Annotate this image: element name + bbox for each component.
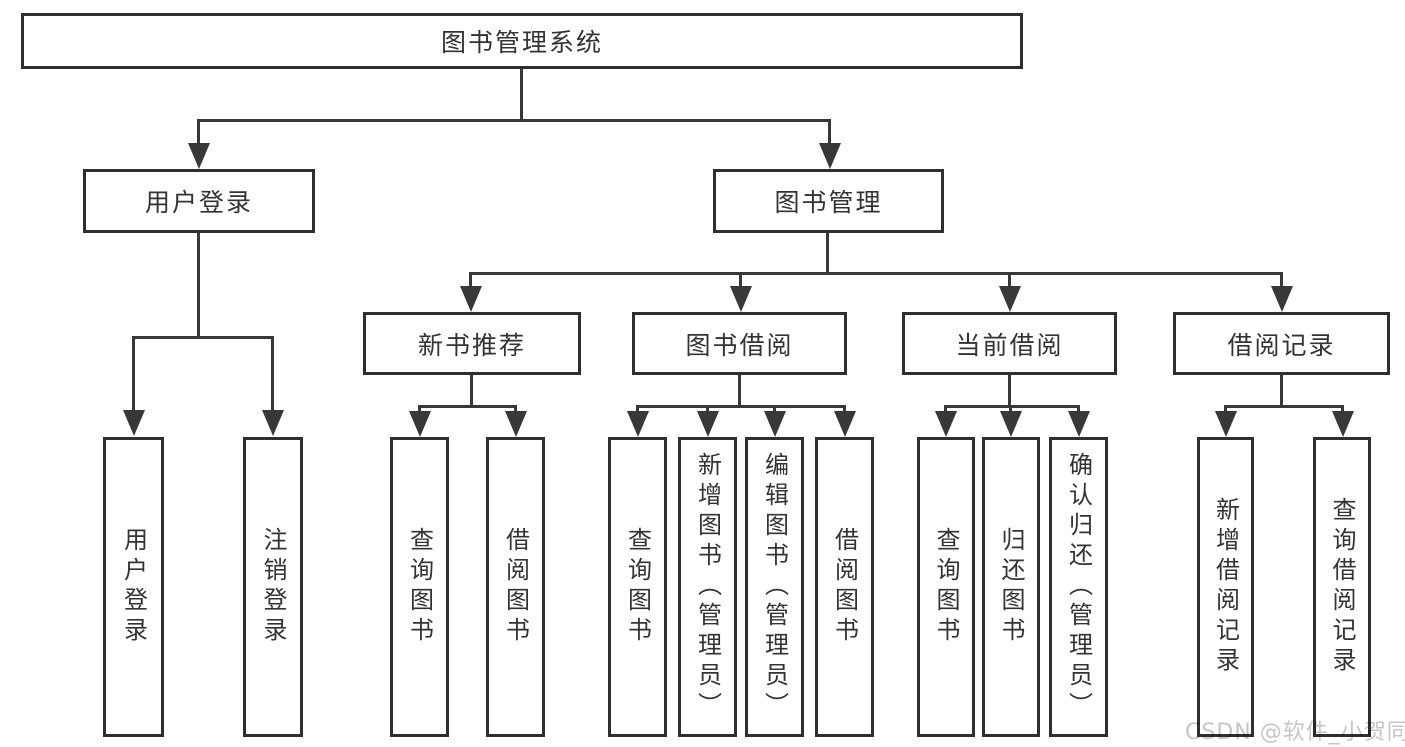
leaf-edit-book-admin: 编辑图书（管理员） bbox=[745, 437, 804, 737]
connector-line bbox=[826, 233, 829, 274]
connector-line bbox=[418, 405, 517, 408]
connector-line bbox=[828, 119, 831, 146]
connector-line bbox=[469, 272, 1283, 275]
leaf-label: 新增图书（管理员） bbox=[693, 452, 722, 722]
leaf-add-book-admin: 新增图书（管理员） bbox=[678, 437, 737, 737]
leaf-label: 编辑图书（管理员） bbox=[760, 452, 789, 722]
arrowhead bbox=[1271, 286, 1293, 312]
arrowhead bbox=[188, 143, 210, 169]
connector-line bbox=[418, 405, 421, 415]
connector-line bbox=[843, 405, 846, 415]
connector-line bbox=[1280, 272, 1283, 288]
connector-line bbox=[520, 69, 523, 120]
connector-line bbox=[739, 272, 742, 288]
csdn-watermark: CSDN @软件_小贺同学 bbox=[1185, 720, 1405, 745]
leaf-user-login: 用户登录 bbox=[103, 437, 164, 737]
arrowhead bbox=[999, 286, 1021, 312]
leaf-label: 确认归还（管理员） bbox=[1064, 452, 1093, 722]
connector-line bbox=[944, 405, 1080, 408]
connector-line bbox=[636, 405, 639, 415]
connector-line bbox=[197, 119, 200, 146]
connector-line bbox=[1224, 405, 1227, 415]
leaf-borrow-books: 借阅图书 bbox=[815, 437, 874, 737]
connector-line bbox=[944, 405, 947, 415]
node-book-borrowing: 图书借阅 bbox=[632, 312, 847, 375]
connector-line bbox=[132, 336, 135, 410]
node-user-login: 用户登录 bbox=[83, 169, 315, 233]
connector-line bbox=[470, 375, 473, 407]
connector-line bbox=[197, 233, 200, 337]
leaf-query-books-recommend: 查询图书 bbox=[390, 437, 449, 737]
connector-line bbox=[132, 336, 274, 339]
leaf-label: 借阅图书 bbox=[501, 527, 530, 647]
connector-line bbox=[514, 405, 517, 415]
leaf-borrow-books-recommend: 借阅图书 bbox=[486, 437, 545, 737]
arrowhead bbox=[1068, 411, 1090, 437]
leaf-return-book: 归还图书 bbox=[982, 437, 1040, 737]
connector-line bbox=[271, 336, 274, 410]
leaf-add-borrow-record: 新增借阅记录 bbox=[1197, 437, 1254, 737]
connector-line bbox=[1009, 405, 1012, 415]
leaf-label: 查询借阅记录 bbox=[1328, 497, 1356, 677]
arrowhead bbox=[764, 411, 786, 437]
leaf-label: 新增借阅记录 bbox=[1211, 497, 1240, 677]
connector-line bbox=[738, 375, 741, 407]
arrowhead bbox=[697, 411, 719, 437]
connector-line bbox=[773, 405, 776, 415]
leaf-label: 借阅图书 bbox=[830, 527, 859, 647]
leaf-logout: 注销登录 bbox=[243, 437, 303, 737]
leaf-label: 查询图书 bbox=[405, 527, 434, 647]
connector-line bbox=[1008, 375, 1011, 407]
arrowhead bbox=[460, 286, 482, 312]
node-current-borrowing: 当前借阅 bbox=[902, 312, 1117, 375]
connector-line bbox=[1008, 272, 1011, 288]
connector-line bbox=[1077, 405, 1080, 415]
leaf-query-borrow-record: 查询借阅记录 bbox=[1313, 437, 1371, 737]
leaf-label: 查询图书 bbox=[932, 527, 960, 647]
leaf-label: 查询图书 bbox=[623, 527, 652, 647]
arrowhead bbox=[935, 411, 957, 437]
connector-line bbox=[469, 272, 472, 288]
arrowhead bbox=[1000, 411, 1022, 437]
arrowhead bbox=[819, 143, 841, 169]
leaf-label: 用户登录 bbox=[119, 527, 148, 647]
connector-line bbox=[636, 405, 846, 408]
node-new-book-recommend: 新书推荐 bbox=[363, 312, 581, 375]
node-borrowing-records: 借阅记录 bbox=[1173, 312, 1390, 375]
leaf-label: 归还图书 bbox=[997, 527, 1025, 647]
connector-line bbox=[1280, 375, 1283, 407]
arrowhead bbox=[262, 410, 284, 436]
arrowhead bbox=[1332, 411, 1354, 437]
connector-line bbox=[1224, 405, 1344, 408]
leaf-confirm-return-admin: 确认归还（管理员） bbox=[1049, 437, 1108, 737]
leaf-label: 注销登录 bbox=[259, 527, 287, 647]
arrowhead bbox=[730, 286, 752, 312]
arrowhead bbox=[627, 411, 649, 437]
arrowhead bbox=[1215, 411, 1237, 437]
connector-line bbox=[197, 119, 831, 122]
arrowhead bbox=[123, 410, 145, 436]
leaf-query-books-current: 查询图书 bbox=[917, 437, 975, 737]
node-library-system: 图书管理系统 bbox=[21, 13, 1023, 69]
arrowhead bbox=[834, 411, 856, 437]
arrowhead bbox=[409, 411, 431, 437]
connector-line bbox=[1341, 405, 1344, 415]
leaf-query-books-borrow: 查询图书 bbox=[608, 437, 667, 737]
arrowhead bbox=[505, 411, 527, 437]
node-book-management: 图书管理 bbox=[713, 169, 944, 233]
connector-line bbox=[706, 405, 709, 415]
